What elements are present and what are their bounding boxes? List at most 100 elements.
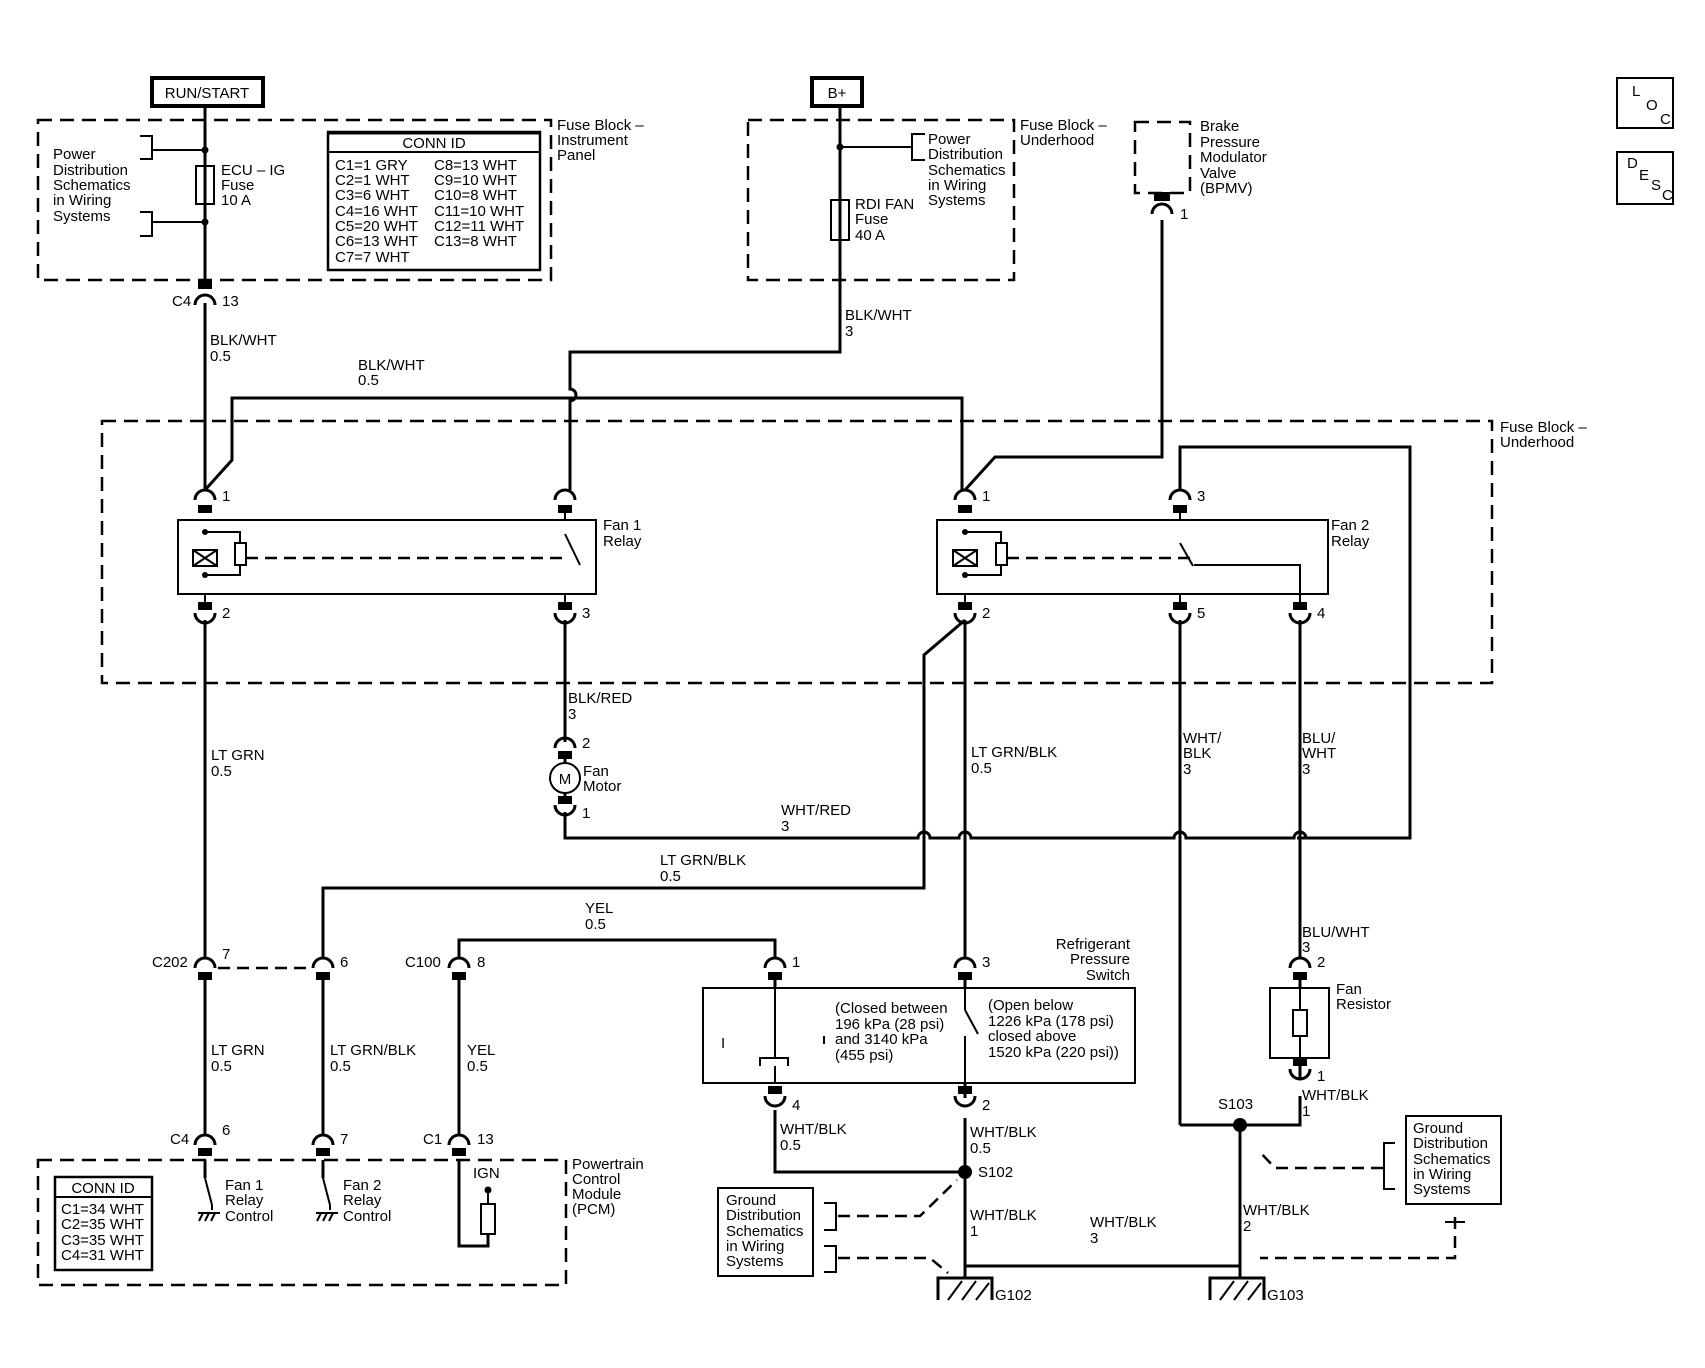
svg-text:3: 3: [1090, 1230, 1098, 1247]
svg-text:0.5: 0.5: [970, 1140, 991, 1157]
splice-s103: S103: [1218, 1096, 1253, 1113]
fan2-pin2: 2: [953, 602, 990, 625]
fan2-pin4: 4: [1288, 602, 1325, 625]
svg-text:C100: C100: [405, 954, 441, 971]
ecu-ig-fuse: ECU – IG Fuse 10 A: [195, 162, 285, 209]
fan-resistor: 2 1 Fan Resistor: [1269, 954, 1391, 1085]
fan2-pin1: 1: [953, 488, 990, 513]
fan1-pin3: 3: [553, 602, 590, 625]
svg-text:(BPMV): (BPMV): [1200, 180, 1253, 197]
svg-text:Valve: Valve: [1200, 165, 1236, 182]
fuse-block-instrument-panel: Fuse Block – Instrument Panel Power Dist…: [36, 117, 644, 282]
svg-text:Underhood: Underhood: [1020, 132, 1094, 149]
svg-text:LT GRN/BLK: LT GRN/BLK: [971, 744, 1057, 761]
svg-text:Relay: Relay: [343, 1192, 382, 1209]
svg-text:Control: Control: [572, 1171, 620, 1188]
fan1-relay-control: Fan 1 Relay Control: [198, 1160, 273, 1225]
svg-text:Fan 2: Fan 2: [343, 1177, 381, 1194]
svg-text:C: C: [1660, 111, 1671, 128]
svg-text:Switch: Switch: [1086, 967, 1130, 984]
svg-text:C3=6 WHT: C3=6 WHT: [335, 187, 410, 204]
svg-text:RDI FAN: RDI FAN: [855, 196, 914, 213]
svg-text:D: D: [1627, 155, 1638, 172]
svg-text:3: 3: [582, 605, 590, 622]
svg-text:Distribution: Distribution: [726, 1207, 801, 1224]
svg-text:C5=20 WHT: C5=20 WHT: [335, 218, 418, 235]
svg-text:Distribution: Distribution: [53, 162, 128, 179]
svg-text:WHT/: WHT/: [1183, 730, 1222, 747]
svg-text:Fan: Fan: [1336, 981, 1362, 998]
svg-text:C8=13 WHT: C8=13 WHT: [434, 157, 517, 174]
desc-button[interactable]: D E S C: [1616, 151, 1674, 205]
svg-text:2: 2: [222, 605, 230, 622]
ground-distribution-ref-left[interactable]: Ground Distribution Schematics in Wiring…: [717, 1187, 837, 1277]
fan-2-relay: Fan 2 Relay: [936, 517, 1370, 610]
svg-text:Systems: Systems: [726, 1253, 784, 1270]
svg-text:0.5: 0.5: [210, 348, 231, 365]
svg-text:WHT/BLK: WHT/BLK: [780, 1121, 847, 1138]
svg-text:Systems: Systems: [928, 192, 986, 209]
svg-text:C1=34 WHT: C1=34 WHT: [61, 1201, 144, 1218]
svg-text:C3=35 WHT: C3=35 WHT: [61, 1232, 144, 1249]
svg-text:Fuse: Fuse: [855, 211, 888, 228]
svg-text:1: 1: [982, 488, 990, 505]
loc-button[interactable]: L O C: [1616, 77, 1674, 129]
svg-text:2: 2: [982, 605, 990, 622]
power-distribution-ref-uh[interactable]: Power Distribution Schematics in Wiring …: [840, 131, 1006, 209]
svg-text:WHT/BLK: WHT/BLK: [1243, 1202, 1310, 1219]
powertrain-control-module: Powertrain Control Module (PCM) CONN ID …: [36, 1156, 644, 1287]
svg-text:Relay: Relay: [1331, 533, 1370, 550]
connector-symbols: C4 13 1 1 3 2 3 2: [152, 281, 1325, 1156]
svg-text:C9=10 WHT: C9=10 WHT: [434, 172, 517, 189]
svg-text:BLK/RED: BLK/RED: [568, 690, 632, 707]
svg-text:1: 1: [792, 954, 800, 971]
svg-text:WHT/RED: WHT/RED: [781, 802, 851, 819]
svg-text:Underhood: Underhood: [1500, 434, 1574, 451]
connector-c1: C1 13: [423, 1131, 494, 1156]
svg-text:Fan 2: Fan 2: [1331, 517, 1369, 534]
switch-pin-2: 2: [953, 1086, 990, 1114]
svg-text:C10=8 WHT: C10=8 WHT: [434, 187, 517, 204]
bpmv: Brake Pressure Modulator Valve (BPMV) 1: [1133, 118, 1267, 223]
svg-text:8: 8: [477, 954, 485, 971]
svg-text:G102: G102: [995, 1287, 1032, 1304]
svg-text:1: 1: [1302, 1103, 1310, 1120]
svg-text:IGN: IGN: [473, 1165, 500, 1182]
svg-text:WHT/BLK: WHT/BLK: [970, 1124, 1037, 1141]
connector-c100: C100 8: [405, 954, 485, 980]
svg-text:13: 13: [222, 293, 239, 310]
svg-text:Schematics: Schematics: [928, 162, 1006, 179]
ground-distribution-ref-right[interactable]: Ground Distribution Schematics in Wiring…: [1383, 1115, 1502, 1205]
svg-text:Brake: Brake: [1200, 118, 1239, 135]
svg-text:C4=31 WHT: C4=31 WHT: [61, 1247, 144, 1264]
svg-text:C2=1 WHT: C2=1 WHT: [335, 172, 410, 189]
svg-text:Modulator: Modulator: [1200, 149, 1267, 166]
svg-text:3: 3: [1183, 761, 1191, 778]
svg-text:C4=16 WHT: C4=16 WHT: [335, 203, 418, 220]
svg-text:Control: Control: [225, 1208, 273, 1225]
svg-text:(Open below: (Open below: [988, 997, 1073, 1014]
conn-id-table-ip: CONN ID C1=1 GRY C2=1 WHT C3=6 WHT C4=16…: [326, 130, 542, 272]
svg-text:6: 6: [340, 954, 348, 971]
svg-text:0.5: 0.5: [780, 1137, 801, 1154]
svg-text:S103: S103: [1218, 1096, 1253, 1113]
switch-pin-1: 1: [763, 954, 800, 980]
power-distribution-ref-ip[interactable]: Power Distribution Schematics in Wiring …: [53, 135, 205, 237]
svg-text:Fuse Block –: Fuse Block –: [1020, 117, 1107, 134]
svg-text:Pressure: Pressure: [1070, 951, 1130, 968]
svg-text:LT GRN: LT GRN: [211, 747, 265, 764]
svg-text:Panel: Panel: [557, 147, 595, 164]
svg-text:BLU/WHT: BLU/WHT: [1302, 924, 1370, 941]
svg-text:Power: Power: [53, 146, 96, 163]
fan2-relay-control: Fan 2 Relay Control: [316, 1160, 391, 1225]
svg-text:196 kPa (28 psi): 196 kPa (28 psi): [835, 1016, 944, 1033]
switch-pin-3: 3: [953, 954, 990, 980]
svg-text:0.5: 0.5: [211, 1058, 232, 1075]
refrigerant-pressure-switch: Refrigerant Pressure Switch 1 3 I (Close…: [702, 936, 1136, 1114]
